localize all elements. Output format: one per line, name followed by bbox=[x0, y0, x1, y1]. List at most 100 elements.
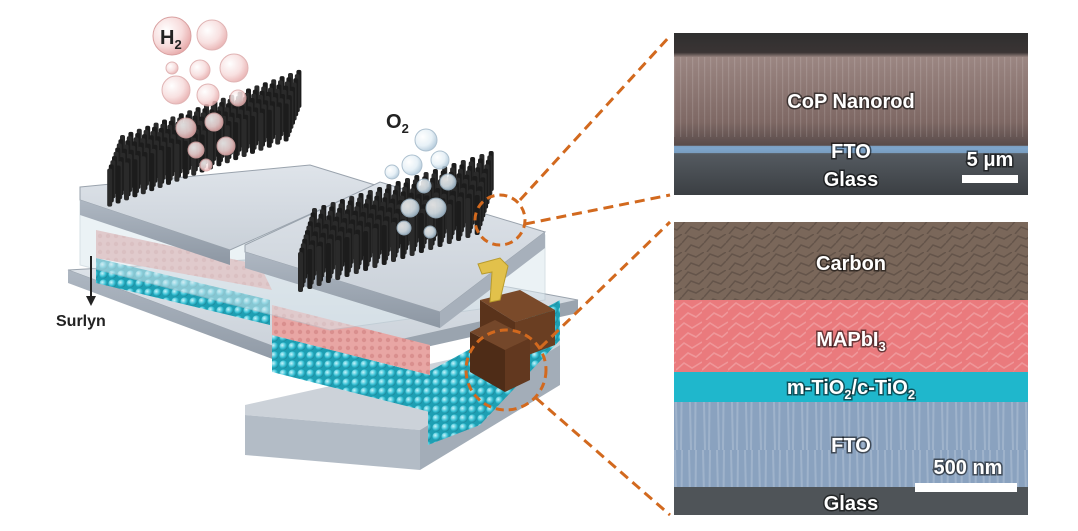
connector-top-2 bbox=[524, 193, 671, 226]
nanorod bbox=[107, 168, 113, 207]
top-plate-right-front bbox=[245, 252, 440, 328]
nanorod bbox=[372, 228, 378, 268]
nanorod bbox=[316, 246, 322, 286]
nanorod bbox=[446, 204, 452, 244]
gas-bubble bbox=[401, 154, 423, 176]
nanorod bbox=[157, 150, 163, 188]
sem-image-bottom: Carbon MAPbI3 m-TiO2/c-TiO2 FTO Glass 50… bbox=[674, 222, 1028, 517]
gas-bubble bbox=[199, 158, 213, 172]
nanorod bbox=[409, 216, 415, 256]
nanorod bbox=[344, 237, 350, 277]
device-illustration: H2 O2 Surlyn bbox=[56, 16, 579, 470]
gas-bubble bbox=[430, 150, 450, 170]
o2-bubbles bbox=[384, 128, 457, 239]
callout-circle-top bbox=[473, 193, 527, 247]
gas-bubble bbox=[396, 220, 412, 236]
nanorod bbox=[456, 201, 462, 241]
sem-top-scale-label: 5 μm bbox=[967, 149, 1014, 171]
nanorod bbox=[335, 240, 341, 280]
sem-bottom-tio2-label: m-TiO2/c-TiO2 bbox=[787, 377, 915, 402]
nanorod bbox=[465, 198, 471, 238]
o2-label: O2 bbox=[386, 111, 409, 136]
sem-bottom-tio2 bbox=[674, 372, 1028, 402]
nanorod bbox=[258, 112, 264, 151]
callout-connectors bbox=[518, 34, 672, 517]
nanorod bbox=[353, 234, 359, 274]
nanorod bbox=[307, 249, 313, 289]
gas-bubble bbox=[219, 53, 249, 83]
sem-top-glass-label: Glass bbox=[824, 169, 878, 191]
gas-bubble bbox=[439, 173, 457, 191]
sem-bottom-carbon-label: Carbon bbox=[816, 253, 886, 275]
gas-bubble bbox=[229, 89, 247, 107]
connector-top-1 bbox=[518, 34, 672, 202]
carbon-block2-front bbox=[470, 332, 505, 392]
gas-bubble bbox=[425, 197, 447, 219]
connector-bottom-2 bbox=[535, 396, 671, 517]
gas-bubble bbox=[175, 117, 197, 139]
sem-bottom-carbon-texture bbox=[674, 222, 1028, 302]
nanorod bbox=[283, 103, 289, 142]
nanorod bbox=[233, 122, 239, 161]
gas-bubble bbox=[196, 19, 228, 51]
nanorod bbox=[115, 165, 121, 204]
lower-substrate-front bbox=[245, 415, 420, 470]
gas-bubble bbox=[165, 61, 179, 75]
callout-circle-bottom bbox=[464, 328, 548, 412]
nanorod bbox=[363, 231, 369, 271]
h2-label-bubble bbox=[152, 16, 192, 56]
nanorod bbox=[174, 143, 180, 182]
gas-bubble bbox=[216, 136, 236, 156]
sem-bottom-glass-label: Glass bbox=[824, 493, 878, 515]
gas-bubble bbox=[189, 59, 211, 81]
h2-bubbles bbox=[161, 19, 249, 172]
sem-top-fto-band bbox=[674, 146, 1028, 153]
nanorod bbox=[132, 159, 138, 198]
sem-bottom-mapbi-label: MAPbI3 bbox=[816, 329, 885, 354]
sem-bottom-scale-label: 500 nm bbox=[934, 457, 1003, 479]
gas-bubble bbox=[423, 225, 437, 239]
nanorod bbox=[166, 146, 171, 185]
tio2-layer-right bbox=[272, 335, 430, 412]
nanorod bbox=[124, 162, 129, 201]
gas-bubble bbox=[400, 198, 420, 218]
gas-bubble bbox=[414, 128, 438, 152]
gas-bubble bbox=[196, 83, 220, 107]
sem-bottom-fto-label: FTO bbox=[831, 435, 871, 457]
nanorod bbox=[140, 156, 146, 195]
nanorod bbox=[381, 225, 387, 265]
connector-bottom-1 bbox=[538, 220, 672, 350]
nanorod bbox=[266, 109, 272, 148]
nanorod bbox=[182, 140, 188, 179]
top-plate-left-front bbox=[80, 200, 230, 265]
sem-top-cop-label: CoP Nanorod bbox=[787, 91, 914, 113]
gas-bubble bbox=[204, 112, 224, 132]
nanorod bbox=[418, 213, 424, 253]
gold-contact-right bbox=[477, 257, 509, 303]
gas-bubble bbox=[187, 141, 205, 159]
sem-bottom-scale-bar bbox=[915, 483, 1017, 492]
nanorod bbox=[325, 243, 331, 283]
sem-bottom-fto-texture bbox=[674, 402, 1028, 487]
bottom-glass-front bbox=[68, 270, 310, 373]
nanorod bbox=[149, 153, 155, 192]
nanorod bbox=[241, 119, 247, 157]
gas-bubble bbox=[416, 178, 432, 194]
nanorod bbox=[391, 222, 396, 262]
gas-bubble bbox=[384, 164, 400, 180]
nanorod bbox=[298, 252, 303, 292]
surlyn-label: Surlyn bbox=[56, 313, 106, 330]
sem-image-top: CoP Nanorod FTO Glass 5 μm bbox=[674, 33, 1028, 195]
carbon-block2-side bbox=[505, 338, 530, 392]
gas-bubble bbox=[161, 75, 191, 105]
h2-label: H2 bbox=[160, 27, 182, 52]
sem-top-rod-texture bbox=[674, 57, 1028, 137]
nanorod bbox=[250, 115, 255, 154]
nanorod bbox=[275, 106, 281, 145]
carbon-block2-top bbox=[470, 320, 530, 350]
surlyn-arrowhead bbox=[86, 296, 96, 306]
sem-top-fto-label: FTO bbox=[831, 141, 871, 163]
sem-top-scale-bar bbox=[962, 175, 1018, 183]
sem-bottom-mapbi-texture bbox=[674, 300, 1028, 372]
